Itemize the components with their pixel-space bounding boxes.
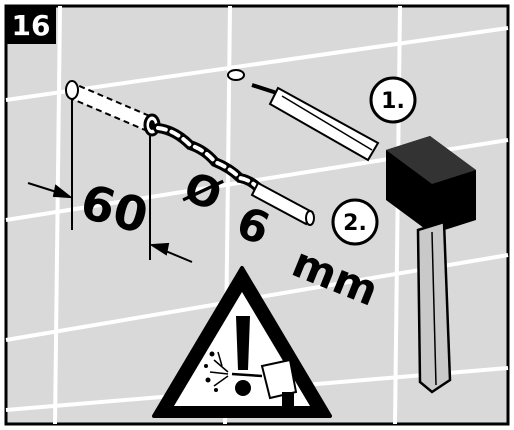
- step-number: 16: [12, 9, 51, 42]
- drill-hazard-icon: [204, 351, 298, 406]
- hammer-icon: [386, 136, 476, 394]
- depth-dimension: [27, 98, 193, 263]
- sequence-badge-2: 2.: [331, 198, 379, 246]
- drill-bit-icon: [153, 123, 315, 226]
- pin-icon: [227, 69, 380, 162]
- sequence-badge-1: 1.: [369, 76, 417, 124]
- sequence-first-label: 1.: [381, 89, 405, 114]
- sequence-second-label: 2.: [343, 211, 367, 236]
- step-badge: 16: [6, 6, 56, 44]
